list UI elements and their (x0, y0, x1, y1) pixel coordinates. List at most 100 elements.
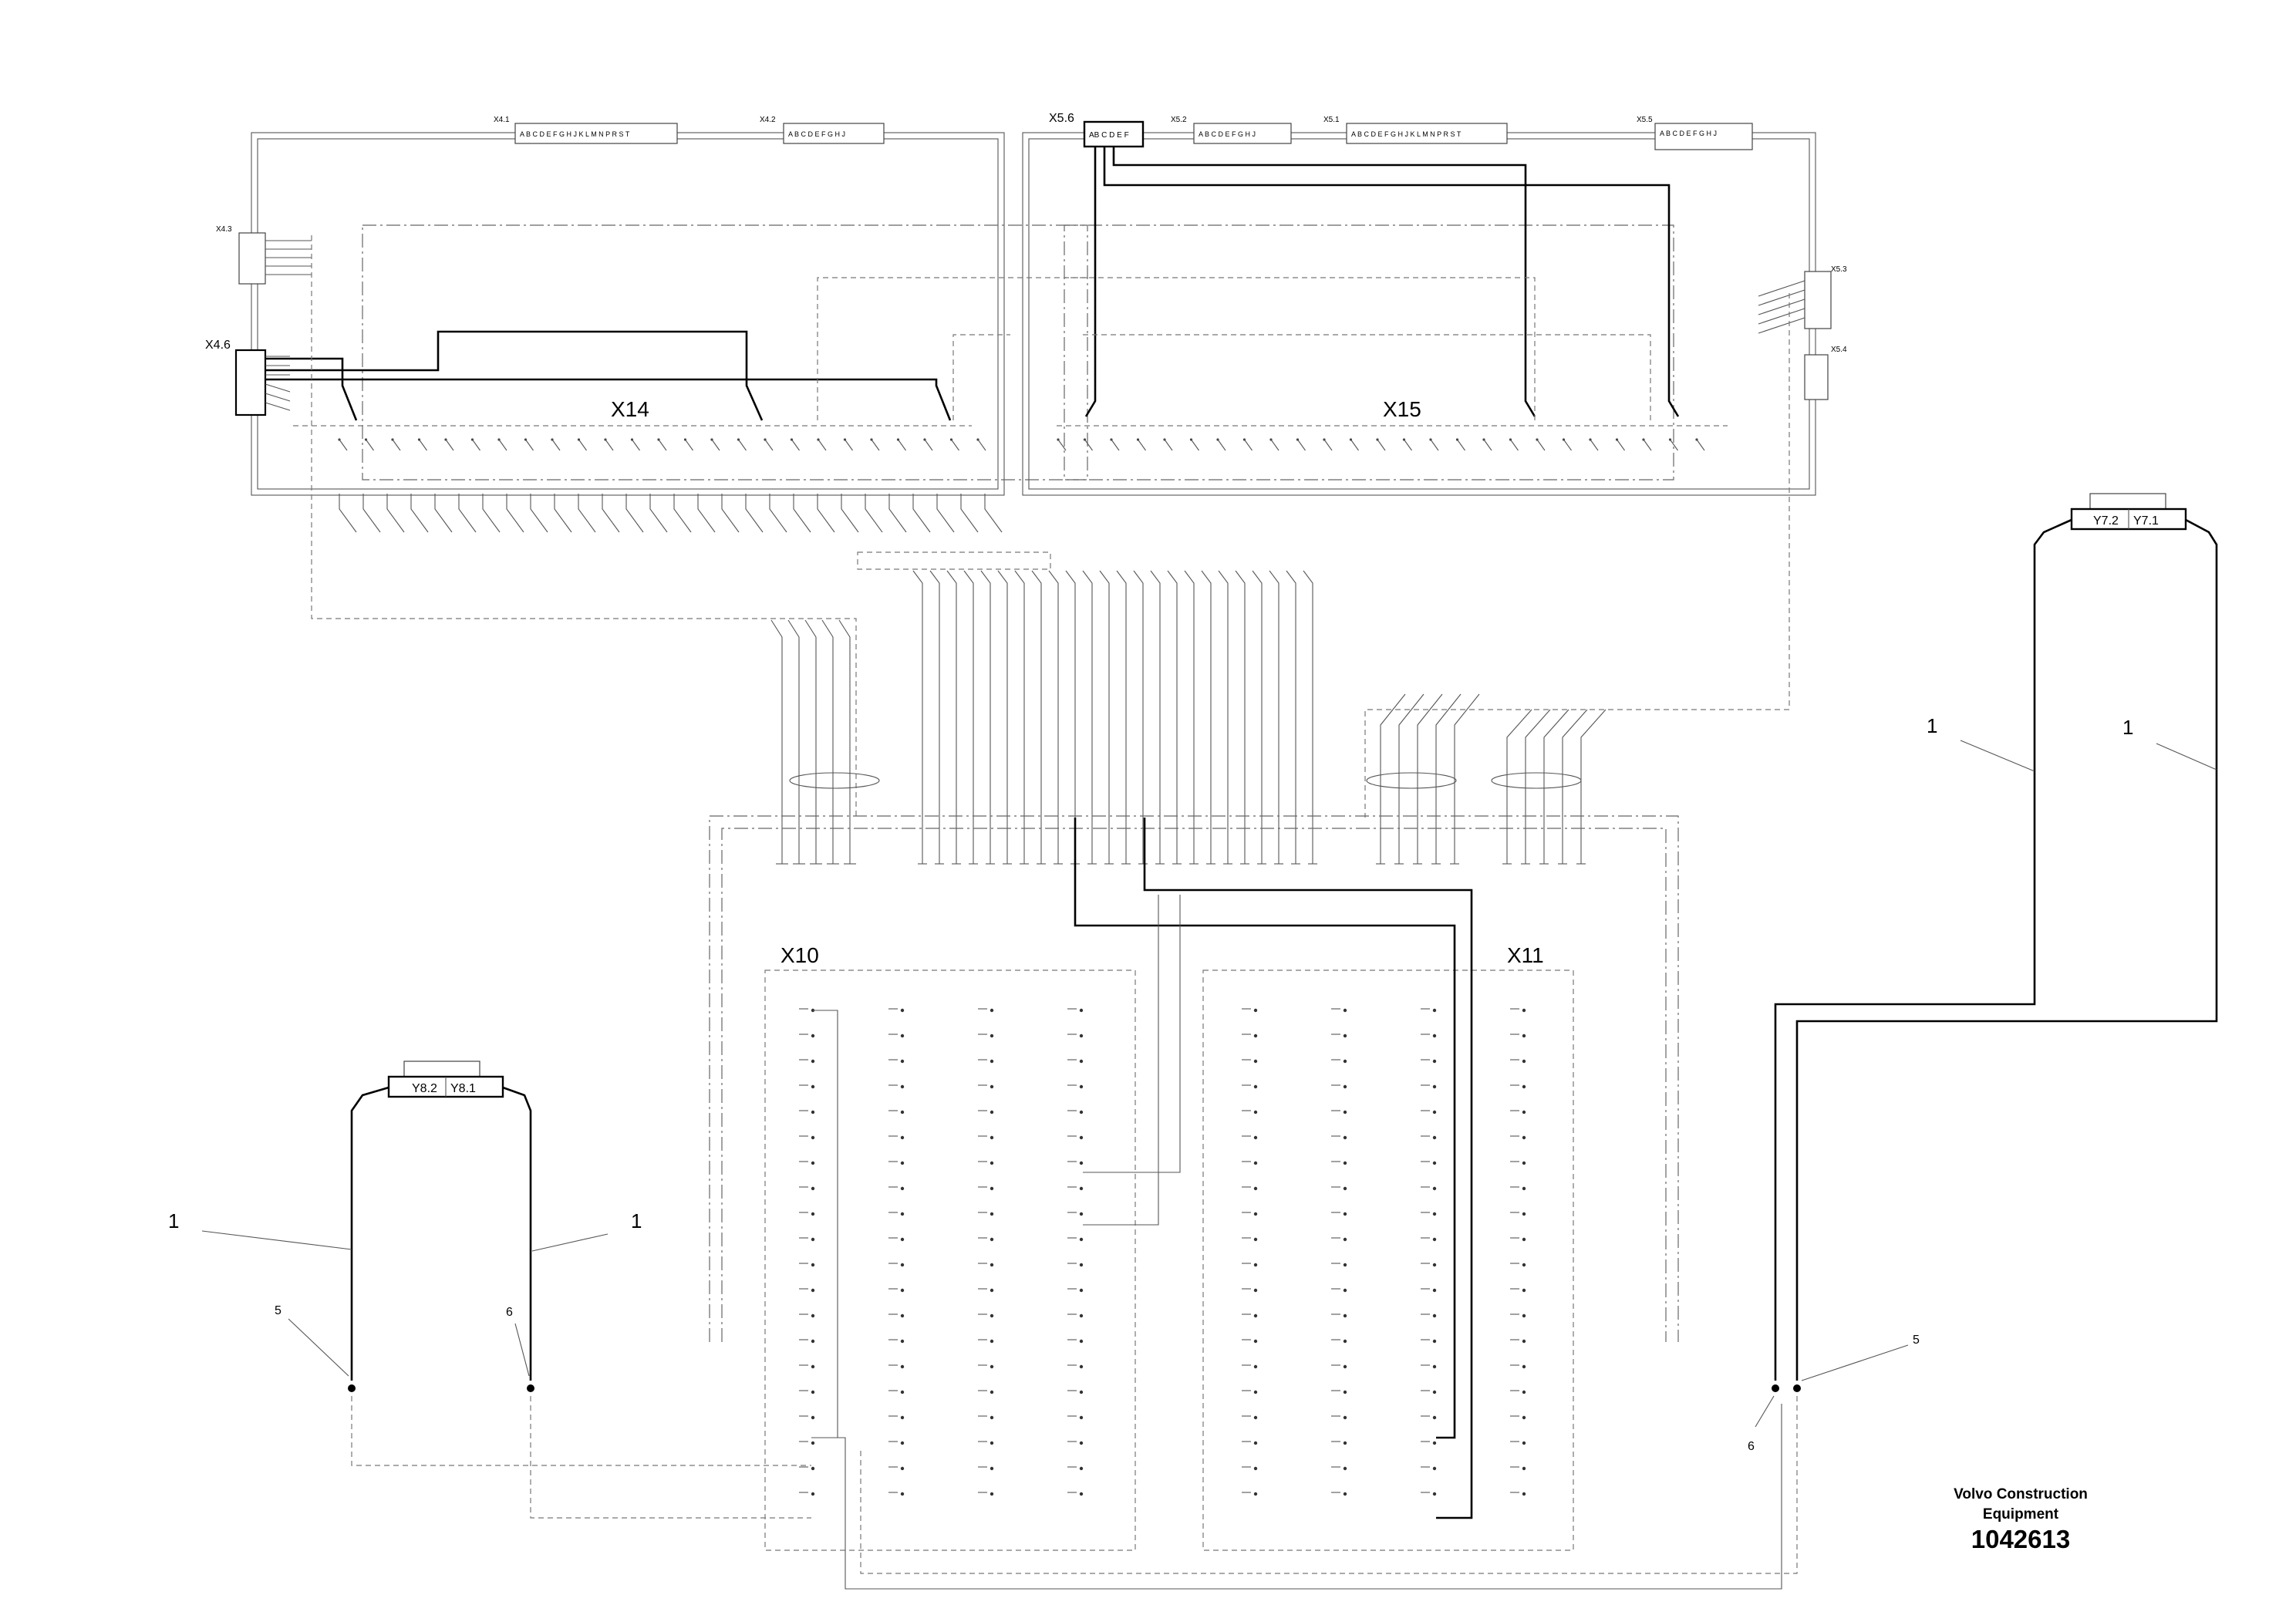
bundle-wire (1082, 570, 1093, 864)
terminal-point (1079, 1466, 1084, 1471)
callout-item-5-left: 5 (275, 1304, 282, 1317)
terminal-point (1432, 1313, 1437, 1318)
terminal-point (811, 1313, 815, 1318)
terminal-point (1522, 1161, 1526, 1165)
connector-pins-x5-5: A B C D E F G H J (1660, 130, 1717, 137)
terminal-point (1253, 1288, 1258, 1293)
callout-hose-1-c: 1 (1927, 714, 1937, 737)
pin-lead (1696, 439, 1705, 451)
connector-label-x5-5: X5.5 (1637, 116, 1653, 124)
bundle-wire (721, 494, 740, 533)
terminal-point (1522, 1390, 1526, 1394)
terminal-point (1079, 1034, 1084, 1038)
callout-item-6-right: 6 (1748, 1440, 1755, 1453)
terminal-point (811, 1034, 815, 1038)
terminal-point (900, 1059, 905, 1064)
bundle-wire (1184, 570, 1195, 864)
bundle-wire (888, 494, 907, 533)
pin-lead (366, 439, 374, 451)
terminal-point (1079, 1110, 1084, 1114)
bundle-wire (936, 494, 955, 533)
terminal-point (990, 1466, 994, 1471)
bundle-wire (1435, 693, 1462, 864)
x15-pin-row (1057, 438, 1705, 451)
bundle-wire (1031, 570, 1042, 864)
terminal-point (1522, 1415, 1526, 1420)
pin-lead (791, 439, 800, 451)
terminal-point (990, 1263, 994, 1267)
terminal-point (1432, 1084, 1437, 1089)
terminal-point (811, 1212, 815, 1216)
connector-label-x5-6: X5.6 (1049, 112, 1074, 125)
terminal-point (990, 1313, 994, 1318)
solenoid-valve-y7: Y7.2 Y7.1 (860, 493, 2218, 1574)
terminal-block-x11: X11 (1202, 943, 1574, 1551)
pin-lead (1457, 439, 1465, 451)
pin-lead (1111, 439, 1120, 451)
terminal-point (1079, 1415, 1084, 1420)
terminal-point (990, 1084, 994, 1089)
terminal-point (990, 1364, 994, 1369)
solenoid-label-y7-1: Y7.1 (2133, 514, 2159, 528)
bundle-wire (1525, 709, 1551, 864)
bundle-wire (804, 619, 817, 864)
terminal-point (1522, 1059, 1526, 1064)
terminal-point (990, 1339, 994, 1344)
bundle-wire (787, 619, 800, 864)
terminal-point (1253, 1466, 1258, 1471)
block-label-x14: X14 (611, 397, 649, 421)
bundle-wire (963, 570, 974, 864)
bundle-wire (1506, 709, 1532, 864)
bundle-wire (506, 494, 524, 533)
terminal-point (1432, 1492, 1437, 1496)
bundle-wire (1133, 570, 1144, 864)
terminal-point (1522, 1263, 1526, 1267)
terminal-point (811, 1084, 815, 1089)
terminal-point (900, 1110, 905, 1114)
terminal-point (900, 1186, 905, 1191)
pin-lead (1164, 439, 1173, 451)
terminal-point (811, 1186, 815, 1191)
terminal-point (811, 1263, 815, 1267)
terminal-point (900, 1288, 905, 1293)
bundle-wire (912, 570, 923, 864)
connector-label-x5-3: X5.3 (1831, 265, 1847, 274)
terminal-point (1253, 1313, 1258, 1318)
terminal-point (1522, 1441, 1526, 1445)
terminal-point (1522, 1110, 1526, 1114)
pin-lead (1536, 439, 1546, 451)
connector-pins-x5-1: A B C D E F G H J K L M N P R S T (1351, 130, 1462, 138)
terminal-point (900, 1492, 905, 1496)
bundle-wire (602, 494, 620, 533)
terminal-point (1343, 1237, 1347, 1242)
terminal-point (990, 1441, 994, 1445)
terminal-point (1432, 1263, 1437, 1267)
terminal-point (990, 1161, 994, 1165)
terminal-point (811, 1441, 815, 1445)
terminal-point (1343, 1415, 1347, 1420)
bundle-wire (745, 494, 764, 533)
pin-lead (977, 439, 986, 451)
pin-lead (551, 439, 561, 451)
terminal-point (1343, 1110, 1347, 1114)
top-connectors: X4.1 A B C D E F G H J K L M N P R S T X… (494, 112, 1753, 150)
terminal-point (1343, 1263, 1347, 1267)
pin-lead (1270, 439, 1279, 451)
bundle-wire (980, 570, 991, 864)
terminal-point (1432, 1161, 1437, 1165)
terminal-point (900, 1034, 905, 1038)
terminal-point (811, 1135, 815, 1140)
connector-pins-x4-1: A B C D E F G H J K L M N P R S T (520, 130, 630, 138)
connector-pins-x5-2: A B C D E F G H J (1199, 130, 1256, 138)
pin-lead (1617, 439, 1625, 451)
terminal-point (1079, 1263, 1084, 1267)
terminal-point (1343, 1135, 1347, 1140)
bundle-wire (1099, 570, 1110, 864)
terminal-point (1432, 1339, 1437, 1344)
terminal-point (1079, 1288, 1084, 1293)
terminal-point (1522, 1339, 1526, 1344)
pin-lead (764, 439, 774, 451)
terminal-point (1253, 1263, 1258, 1267)
terminal-point (900, 1390, 905, 1394)
